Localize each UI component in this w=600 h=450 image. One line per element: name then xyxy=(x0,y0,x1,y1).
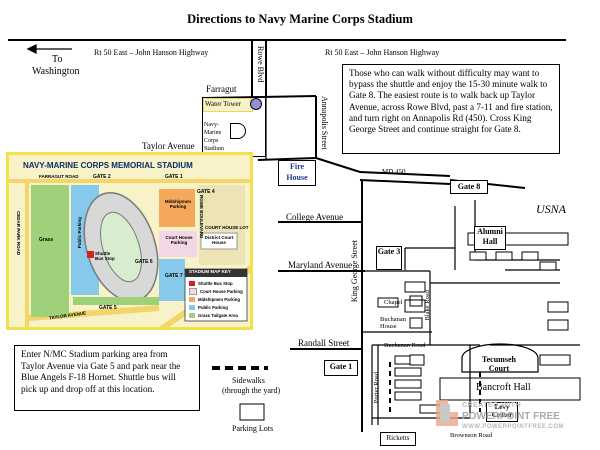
road-label-blake-road: Blake Road xyxy=(424,290,431,321)
key-swatch-icon xyxy=(189,287,197,295)
road-label-rt50-west: Rt 50 East – John Hanson Highway xyxy=(94,48,209,57)
water-tower-icon xyxy=(250,98,262,110)
gate-8-box: Gate 8 xyxy=(450,180,488,194)
gate-8-label: Gate 8 xyxy=(457,182,481,191)
key-item-label: Midshipmen Parking xyxy=(198,296,241,302)
inset-gate6: GATE 6 xyxy=(135,259,153,265)
road-label-md450: MD 450 xyxy=(382,168,406,176)
bancroft-hall-label: Bancroft Hall xyxy=(476,382,531,393)
key-item: Midshipmen Parking xyxy=(189,295,243,303)
inset-court-house-lot: COURT HOUSE LOT xyxy=(205,225,249,230)
levy-center-label: Levy Center xyxy=(491,403,513,419)
fire-house-label: Fire House xyxy=(286,162,308,182)
inset-shuttle-bus-stop: Shuttle Bus Stop xyxy=(95,251,115,261)
key-item-label: Court House Parking xyxy=(200,288,243,294)
parking-lots-legend-box xyxy=(239,403,265,421)
inset-rowe-blvd: ROWE BOULEVARD xyxy=(199,195,204,239)
watermark-logo-icon xyxy=(434,398,460,428)
road-label-brownson-road: Brownson Road xyxy=(450,432,493,439)
tecumseh-court-label: Tecumseh Court xyxy=(482,355,516,373)
key-swatch-icon xyxy=(189,280,195,286)
inset-gate7: GATE 7 xyxy=(165,273,183,279)
parking-lots-legend-label: Parking Lots xyxy=(232,424,274,433)
key-swatch-icon xyxy=(189,312,195,318)
alumni-hall-label: Alumni Hall xyxy=(477,227,503,246)
watermark-line3: WWW.POWERPOINTFREE.COM xyxy=(462,424,564,430)
road-label-king-george-street: King George Street xyxy=(350,240,359,303)
to-label: To xyxy=(52,54,63,65)
road-label-college-avenue: College Avenue xyxy=(286,212,344,222)
walk-directions-note: Those who can walk without difficulty ma… xyxy=(342,64,560,154)
inset-map-key-title: STADIUM MAP KEY xyxy=(189,269,231,274)
gate-1-box: Gate 1 xyxy=(324,360,358,376)
sidewalks-legend-label: Sidewalks xyxy=(232,376,265,385)
ricketts-label: Ricketts xyxy=(386,434,410,442)
levy-center-box: Levy Center xyxy=(486,402,518,422)
stadium-label: Navy-Marine Corps Stadium xyxy=(204,122,225,152)
inset-gate5: GATE 5 xyxy=(99,305,117,311)
key-item-label: Public Parking xyxy=(198,304,228,310)
water-tower-label: Water Tower xyxy=(205,100,241,108)
watermark-line1: CREATED WITH xyxy=(462,402,522,409)
watermark-line2: POWERPOINT FREE xyxy=(462,411,560,422)
buchanan-house-label: Buchanan House xyxy=(380,316,406,330)
gate-3-box: Gate 3 xyxy=(376,246,402,270)
key-item: Court House Parking xyxy=(189,287,243,295)
key-item-label: Shuttle Bus Stop xyxy=(198,280,233,286)
inset-drawing xyxy=(9,179,250,327)
road-label-annapolis-street: Annapolis Street xyxy=(320,96,329,150)
road-label-randall-street: Randall Street xyxy=(298,338,350,348)
inset-midshipmen-parking: Midshipmen Parking xyxy=(164,199,192,209)
key-item: Shuttle Bus Stop xyxy=(189,279,243,287)
parking-note: Enter N/MC Stadium parking area from Tay… xyxy=(14,345,200,411)
inset-gate1: GATE 1 xyxy=(165,174,183,180)
road-label-taylor-avenue: Taylor Avenue xyxy=(142,141,195,151)
sidewalks-legend-sublabel: (through the yard) xyxy=(222,386,281,395)
key-item: Grass Tailgate Area xyxy=(189,311,243,319)
washington-label: Washington xyxy=(32,66,80,77)
chapel-label: Chapel xyxy=(384,299,403,306)
arrow-left-icon xyxy=(26,43,72,55)
fire-house-box: Fire House xyxy=(278,160,316,186)
inset-grass: Grass xyxy=(39,237,54,243)
inset-district-court-house: District Court House xyxy=(204,235,234,245)
inset-map-key-list: Shuttle Bus Stop Court House Parking Mid… xyxy=(189,279,243,319)
ricketts-box: Ricketts xyxy=(380,432,416,446)
inset-court-house-parking: Court House Parking xyxy=(165,235,193,245)
inset-cedar-park-road: CEDAR PARK ROAD xyxy=(16,211,21,256)
tecumseh-court-shape xyxy=(461,343,539,373)
key-item-label: Grass Tailgate Area xyxy=(198,312,238,318)
gate-3-label: Gate 3 xyxy=(377,247,401,256)
road-label-maryland-avenue: Maryland Avenue xyxy=(288,260,353,270)
stadium-icon xyxy=(230,123,246,139)
key-swatch-icon xyxy=(189,296,195,302)
road-label-porter-road: Porter Road xyxy=(373,372,380,404)
gate-1-label: Gate 1 xyxy=(329,362,353,371)
inset-farragut-road: FARRAGUT ROAD xyxy=(39,174,79,179)
alumni-hall-box: Alumni Hall xyxy=(474,226,506,250)
usna-label: USNA xyxy=(536,202,566,216)
road-label-buchanan-road: Buchanan Road xyxy=(384,342,426,349)
inset-gate4: GATE 4 xyxy=(197,189,215,195)
road-label-rowe-blvd: Rowe Blvd xyxy=(256,46,265,83)
stadium-inset-map: NAVY-MARINE CORPS MEMORIAL STADIUM FARRA… xyxy=(6,152,253,330)
farragut-label: Farragut xyxy=(206,84,237,94)
inset-public-parking: Public Parking xyxy=(77,217,82,249)
page-title: Directions to Navy Marine Corps Stadium xyxy=(187,12,413,26)
inset-gate2: GATE 2 xyxy=(93,174,111,180)
inset-title: NAVY-MARINE CORPS MEMORIAL STADIUM xyxy=(23,161,193,170)
key-swatch-icon xyxy=(189,304,195,310)
road-label-rt50-east: Rt 50 East – John Hanson Highway xyxy=(325,48,440,57)
key-item: Public Parking xyxy=(189,303,243,311)
